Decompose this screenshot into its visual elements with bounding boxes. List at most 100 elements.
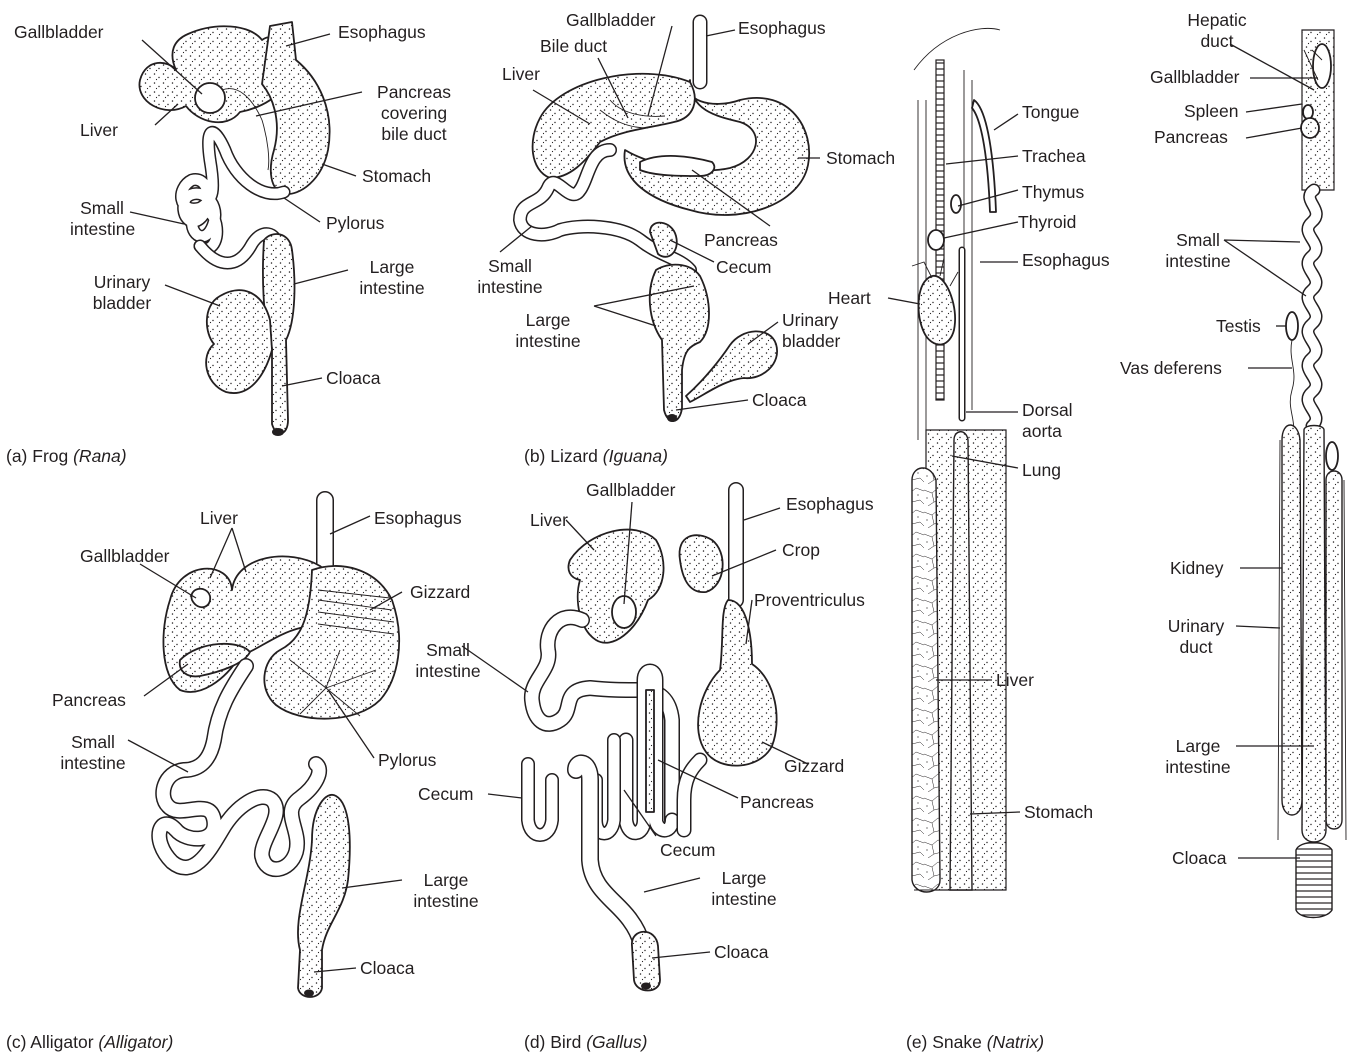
lizard-pancreas-shape <box>640 156 714 176</box>
frog-caption-genus: (Rana) <box>73 446 127 466</box>
frog-label-cloaca: Cloaca <box>326 368 380 389</box>
snake-kidney-shape <box>1282 425 1302 815</box>
snake-digestive-tract <box>912 28 1006 892</box>
bird-label-proventriculus: Proventriculus <box>754 590 865 611</box>
snake-label-stomach: Stomach <box>1024 802 1093 823</box>
lizard-label-bile-duct: Bile duct <box>540 36 607 57</box>
snake-label-kidney: Kidney <box>1170 558 1224 579</box>
alligator-caption-genus: (Alligator) <box>98 1032 173 1052</box>
bird-label-cecum-bottom: Cecum <box>660 840 715 861</box>
alligator-label-gizzard: Gizzard <box>410 582 470 603</box>
frog-label-urinary-bladder: Urinary bladder <box>80 272 164 314</box>
bird-caption-prefix: (d) Bird <box>524 1032 586 1052</box>
lizard-label-urinary-bladder: Urinary bladder <box>782 310 840 352</box>
snake-label-spleen: Spleen <box>1184 101 1239 122</box>
alligator-label-esophagus: Esophagus <box>374 508 462 529</box>
frog-label-stomach: Stomach <box>362 166 431 187</box>
bird-label-cecum-left: Cecum <box>418 784 473 805</box>
frog-label-liver: Liver <box>80 120 118 141</box>
bird-caption-genus: (Gallus) <box>586 1032 647 1052</box>
snake-spleen-shape <box>1303 105 1313 119</box>
alligator-label-liver: Liver <box>200 508 238 529</box>
snake-label-pancreas: Pancreas <box>1154 127 1228 148</box>
lizard-label-cecum: Cecum <box>716 257 771 278</box>
frog-label-esophagus: Esophagus <box>338 22 426 43</box>
snake-cloaca-shape <box>1296 843 1332 918</box>
snake-small-intestine-fill <box>1308 190 1316 426</box>
bird-crop-shape <box>679 535 722 592</box>
alligator-label-gallbladder: Gallbladder <box>80 546 170 567</box>
snake-label-large-intestine: Large intestine <box>1156 736 1240 778</box>
frog-label-small-intestine: Small intestine <box>70 198 134 240</box>
snake-label-thymus: Thymus <box>1022 182 1084 203</box>
bird-label-pancreas: Pancreas <box>740 792 814 813</box>
snake-body-wall-lines <box>918 100 926 440</box>
snake-head-outline <box>914 28 1000 70</box>
alligator-label-pylorus: Pylorus <box>378 750 436 771</box>
snake-label-urinary-duct: Urinary duct <box>1154 616 1238 658</box>
snake-label-vas-deferens: Vas deferens <box>1120 358 1222 379</box>
snake-kidney-right-shape <box>1326 471 1342 829</box>
alligator-gallbladder-shape <box>191 589 210 607</box>
snake-label-hepatic-duct: Hepatic duct <box>1180 10 1254 52</box>
frog-label-gallbladder: Gallbladder <box>14 22 104 43</box>
snake-tongue-shape <box>972 100 996 212</box>
snake-thymus-shape <box>951 195 961 213</box>
bird-caption: (d) Bird (Gallus) <box>524 1032 648 1053</box>
frog-stomach-shape <box>262 22 330 194</box>
alligator-label-pancreas: Pancreas <box>52 690 126 711</box>
snake-caption-genus: (Natrix) <box>987 1032 1044 1052</box>
alligator-cloaca-opening <box>304 990 314 997</box>
snake-heart-shape <box>919 276 956 345</box>
frog-label-large-intestine: Large intestine <box>350 257 434 299</box>
snake-label-small-intestine: Small intestine <box>1156 230 1240 272</box>
lizard-label-small-intestine: Small intestine <box>468 256 552 298</box>
snake-liver-shape <box>912 468 940 892</box>
alligator-large-intestine-shape <box>298 795 350 997</box>
bird-label-gizzard: Gizzard <box>784 756 844 777</box>
bird-proventriculus-gizzard-shape <box>698 600 777 766</box>
snake-caption: (e) Snake (Natrix) <box>906 1032 1044 1053</box>
snake-label-lung: Lung <box>1022 460 1061 481</box>
snake-testis-right-shape <box>1326 442 1338 470</box>
lizard-label-esophagus: Esophagus <box>738 18 826 39</box>
snake-posterior-tract <box>1278 30 1346 918</box>
frog-caption-prefix: (a) Frog <box>6 446 73 466</box>
bird-label-crop: Crop <box>782 540 820 561</box>
snake-label-liver: Liver <box>996 670 1034 691</box>
snake-label-testis: Testis <box>1216 316 1261 337</box>
snake-label-thyroid: Thyroid <box>1018 212 1076 233</box>
snake-label-dorsal-aorta: Dorsal aorta <box>1022 400 1073 442</box>
snake-gallbladder-shape <box>1313 44 1331 88</box>
lizard-cloaca-opening <box>667 414 677 422</box>
bird-cloaca-shape <box>632 932 660 991</box>
frog-gallbladder-shape <box>195 83 225 113</box>
snake-label-esophagus: Esophagus <box>1022 250 1110 271</box>
snake-label-trachea: Trachea <box>1022 146 1086 167</box>
alligator-caption-prefix: (c) Alligator <box>6 1032 98 1052</box>
snake-large-intestine-shape <box>1302 426 1326 843</box>
lizard-digestive-tract <box>520 22 809 422</box>
alligator-label-small-intestine: Small intestine <box>60 732 126 774</box>
alligator-digestive-tract <box>159 500 399 997</box>
bird-cloaca-opening <box>641 983 651 990</box>
frog-label-pancreas: Pancreas covering bile duct <box>364 82 464 145</box>
lizard-label-cloaca: Cloaca <box>752 390 806 411</box>
lizard-caption: (b) Lizard (Iguana) <box>524 446 668 467</box>
snake-thyroid-shape <box>928 230 944 250</box>
bird-label-liver: Liver <box>530 510 568 531</box>
bird-label-large-intestine: Large intestine <box>702 868 786 910</box>
lizard-label-large-intestine: Large intestine <box>506 310 590 352</box>
frog-urinary-bladder-shape <box>206 290 272 393</box>
frog-label-pylorus: Pylorus <box>326 213 384 234</box>
lizard-label-pancreas: Pancreas <box>704 230 778 251</box>
frog-caption: (a) Frog (Rana) <box>6 446 127 467</box>
snake-label-cloaca: Cloaca <box>1172 848 1226 869</box>
snake-caption-prefix: (e) Snake <box>906 1032 987 1052</box>
bird-label-small-intestine: Small intestine <box>406 640 490 682</box>
lizard-label-stomach: Stomach <box>826 148 895 169</box>
bird-label-cloaca: Cloaca <box>714 942 768 963</box>
lizard-label-liver: Liver <box>502 64 540 85</box>
lizard-large-intestine-shape <box>650 265 709 421</box>
snake-label-heart: Heart <box>828 288 871 309</box>
